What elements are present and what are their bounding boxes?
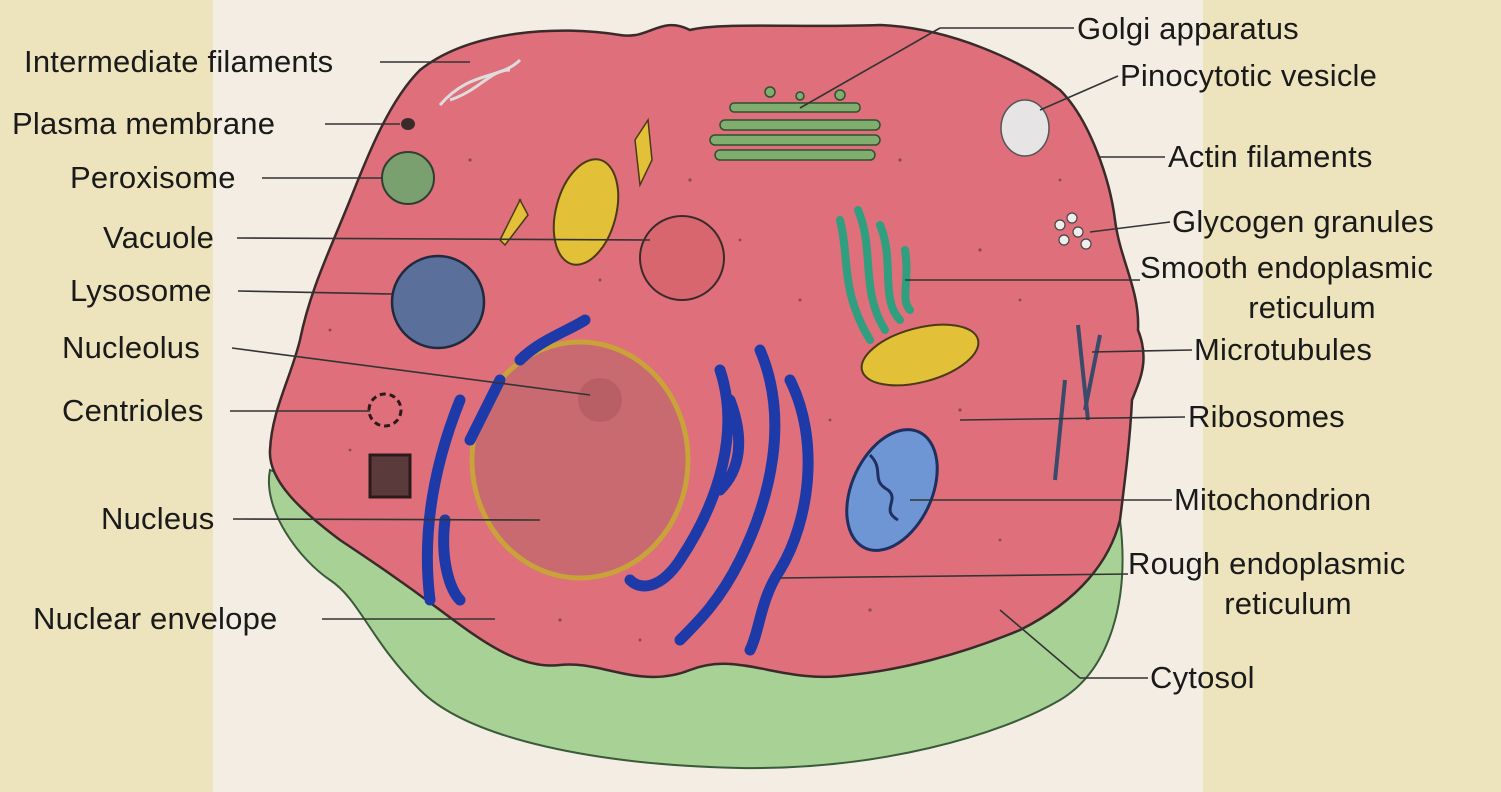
nucleolus	[578, 378, 622, 422]
label-pinocytotic-vesicle: Pinocytotic vesicle	[1120, 59, 1377, 93]
label-actin-filaments: Actin filaments	[1168, 140, 1373, 174]
label-peroxisome: Peroxisome	[70, 161, 236, 195]
label-plasma-membrane: Plasma membrane	[12, 107, 275, 141]
label-smooth-er-line1: Smooth endoplasmic	[1140, 251, 1433, 285]
label-rough-er-line2: reticulum	[1128, 587, 1448, 621]
label-cytosol: Cytosol	[1150, 661, 1255, 695]
vacuole	[640, 216, 724, 300]
label-golgi-apparatus: Golgi apparatus	[1077, 12, 1299, 46]
label-microtubules: Microtubules	[1194, 333, 1372, 367]
label-vacuole: Vacuole	[103, 221, 214, 255]
label-glycogen-granules: Glycogen granules	[1172, 205, 1434, 239]
label-centrioles: Centrioles	[62, 394, 204, 428]
plasma-membrane-pore	[401, 118, 415, 130]
label-mitochondrion: Mitochondrion	[1174, 483, 1371, 517]
label-nucleus: Nucleus	[101, 502, 214, 536]
label-rough-er-line1: Rough endoplasmic	[1128, 547, 1405, 581]
label-nucleolus: Nucleolus	[62, 331, 200, 365]
label-intermediate-filaments: Intermediate filaments	[24, 45, 333, 79]
lysosome	[392, 256, 484, 348]
label-smooth-er-line2: reticulum	[1140, 291, 1484, 325]
label-ribosomes: Ribosomes	[1188, 400, 1345, 434]
label-nuclear-envelope: Nuclear envelope	[33, 602, 277, 636]
peroxisome	[382, 152, 434, 204]
label-lysosome: Lysosome	[70, 274, 212, 308]
